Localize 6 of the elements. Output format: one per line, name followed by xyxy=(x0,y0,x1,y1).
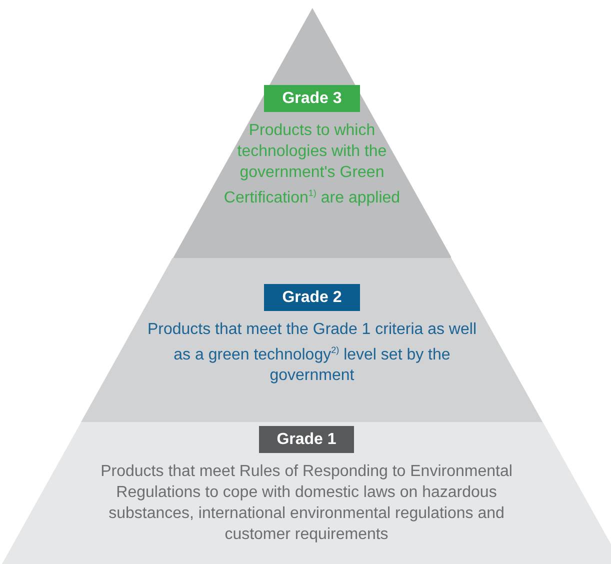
tier-description: Products that meet the Grade 1 criteria as well as a green technology$^{2)}$ level set by the government xyxy=(146,320,478,386)
grade-heading: Grade 3 xyxy=(264,85,360,112)
tier-description: Products that meet Rules of Responding to Environmental Regulations to cope with domestic laws on hazardous substances, international environmental regulations and customer requirements xyxy=(100,462,514,545)
grade-heading: Grade 1 xyxy=(258,426,354,453)
tier-description: Products to which technologies with the government's Green Certification$^{1)}$ are applied xyxy=(222,121,402,208)
grade-heading: Grade 2 xyxy=(264,284,360,311)
